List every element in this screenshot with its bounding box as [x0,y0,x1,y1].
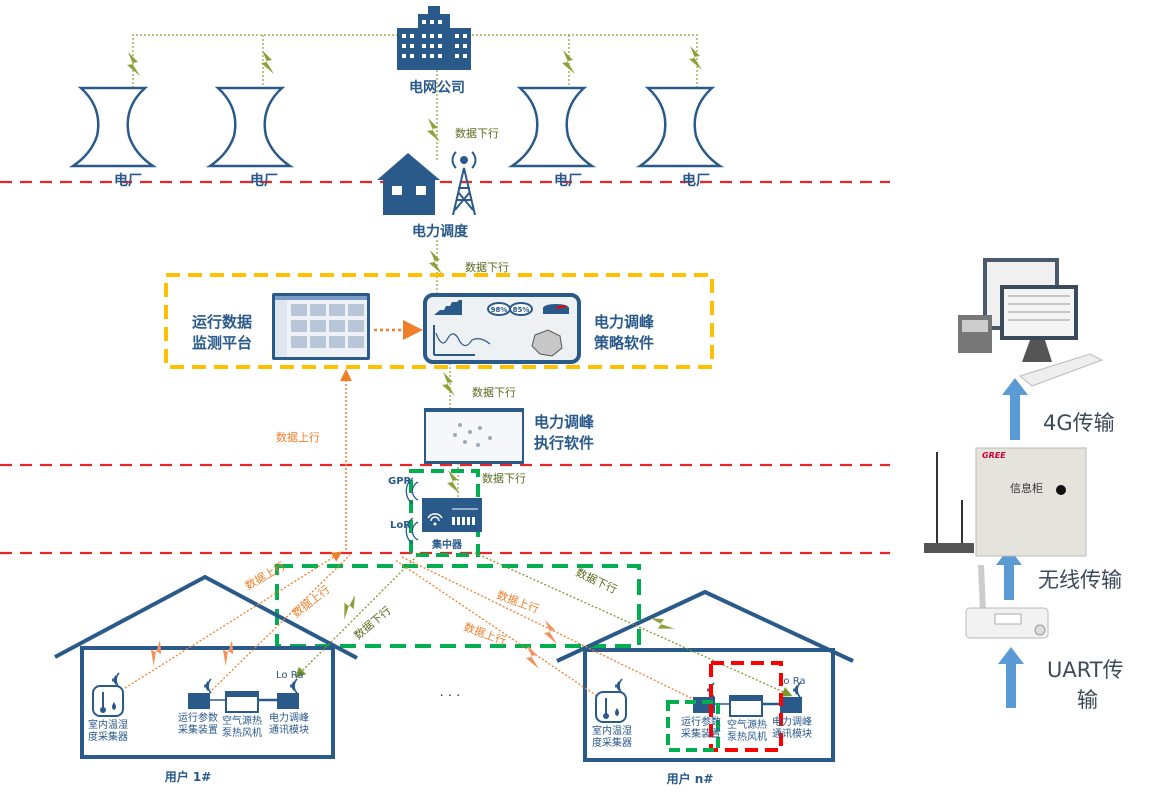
grid-company-building-icon [397,6,471,70]
dispatch-house-icon [377,153,440,215]
platform-zone-box [164,273,714,369]
device-label: 空气源热泵热风机 [222,716,262,739]
execution-software-label-line2: 执行软件 [534,434,594,452]
signal-icon [405,477,419,545]
comm-module-icon [277,693,299,709]
device-label: 室内温湿度采集器 [88,720,128,743]
wifi-icon [427,513,443,522]
data-up-label: 数据上行 [462,620,508,648]
lightning-icon [442,372,455,396]
uart-transmission-label-line1: UART传 [1047,658,1124,682]
data-up-label: 数据上行 [289,582,332,620]
percent-badge: 85% [513,306,530,314]
percent-badge: 98% [491,306,508,314]
more-users-ellipsis: . . . [440,685,461,700]
device-label: 室内温湿度采集器 [592,726,632,749]
data-down-label: 数据下行 [351,603,394,642]
lora-label: LoR [390,520,411,531]
lora-label: Lo Ra [276,670,304,681]
user-1-label: 用户 1# [164,769,212,784]
cabinet-brand: GREE [982,451,1006,460]
computer-terminal-icon [958,258,1104,387]
field-network-highlight-box [275,564,641,648]
concentrator-device[interactable] [422,498,482,532]
data-down-label: 数据下行 [465,260,509,274]
heat-pump-highlight-box [709,661,783,752]
user-n-devices [595,678,808,723]
lightning-icon [447,470,460,494]
device-label: 电力调峰通讯模块 [772,717,812,740]
collector-device-icon [188,693,210,709]
grid-links [132,34,698,497]
data-down-label: 数据下行 [482,471,526,485]
lightning-icon [526,645,539,669]
cooling-tower-icon [638,86,722,168]
dispatch-label: 电力调度 [412,223,469,240]
lightning-icon [143,639,170,667]
uart-wireless-module-icon [965,565,1049,639]
wireless-icon [614,678,630,694]
cooling-tower-icon [510,86,594,168]
monitoring-platform-screenshot[interactable] [272,293,370,360]
data-up-label: 数据上行 [495,588,541,616]
strategy-software-label-line2: 策略软件 [593,334,654,352]
lora-label: Lo Ra [778,676,806,687]
lightning-icon [335,594,363,620]
user-n-house [556,589,854,762]
lightning-icon [562,50,575,74]
field-links [124,551,793,701]
wireless-icon [289,678,305,694]
power-plant-label: 电厂 [682,172,710,189]
collector-highlight-box [666,700,720,752]
wireless-icon [111,672,127,688]
power-plant-label: 电厂 [114,172,142,189]
user-n-label: 用户 n# [666,771,714,786]
info-cabinet-icon: GREE 信息柜 [924,447,1087,557]
gprs-label: GPR [388,476,412,487]
monitoring-platform-label-line2: 监测平台 [192,334,252,352]
upload-arrow-icon [996,378,1028,708]
power-plant-label: 电厂 [554,172,582,189]
grid-company-label: 电网公司 [409,79,465,96]
4g-transmission-label: 4G传输 [1043,411,1115,435]
lightning-icon [427,118,440,142]
cooling-tower-icon [71,86,155,168]
device-label: 电力调峰通讯模块 [269,713,309,736]
bar-chart-icon [434,300,462,315]
uart-transmission-label-line2: 输 [1077,688,1098,712]
monitoring-platform-label-line1: 运行数据 [192,313,252,331]
lightning-icon [544,620,557,644]
lightning-icon [689,46,702,70]
execution-software-screenshot[interactable] [424,408,524,464]
execution-software-label-line1: 电力调峰 [534,413,595,431]
data-down-label: 数据下行 [472,385,516,399]
thermometer-icon [92,685,124,717]
wireless-transmission-label: 无线传输 [1038,568,1122,592]
thermometer-icon [595,691,627,723]
concentrator-label: 集中器 [431,538,463,551]
power-plant-label: 电厂 [250,172,278,189]
data-down-label: 数据下行 [574,565,620,596]
lightning-icon [261,50,274,74]
data-up-label: 数据上行 [243,558,288,592]
data-up-label: 数据上行 [276,430,320,444]
device-label: 运行参数采集装置 [681,717,721,740]
device-label: 运行参数采集装置 [178,713,218,736]
user-1-house [54,574,358,759]
lightning-icon [429,250,442,274]
cabinet-label: 信息柜 [1010,481,1043,495]
user-1-devices [92,672,305,717]
cooling-tower-icon [208,86,292,168]
data-down-label: 数据下行 [455,126,499,140]
comm-module-icon [780,697,802,713]
lightning-icon [215,639,242,667]
strategy-software-card[interactable]: 98% 85% [423,293,581,364]
strategy-software-label-line1: 电力调峰 [594,313,655,331]
radio-tower-icon [451,151,477,216]
device-label: 空气源热泵热风机 [727,720,767,743]
